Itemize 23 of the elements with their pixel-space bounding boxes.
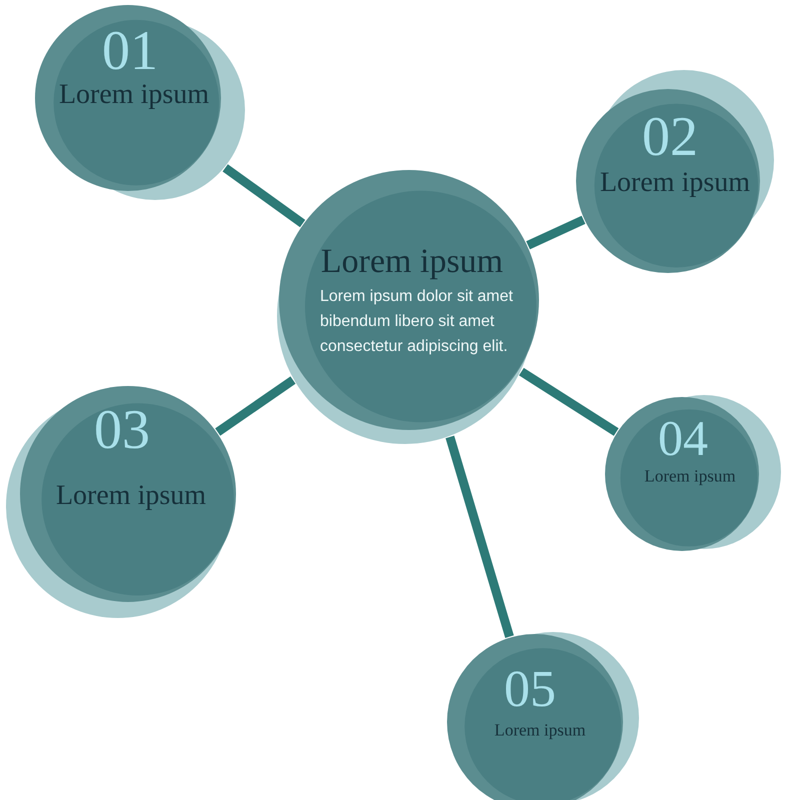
node-title: Lorem ipsum xyxy=(320,245,504,279)
step-number: 04 xyxy=(658,413,708,463)
connector-line xyxy=(518,368,619,436)
node-title: Lorem ipsum xyxy=(494,722,586,738)
step-number: 02 xyxy=(642,109,698,165)
connector-line xyxy=(446,436,514,638)
node-description: Lorem ipsum dolor sit amet bibendum libero sit amet consectetur adipiscing elit. xyxy=(320,287,514,357)
circle-node xyxy=(6,386,236,618)
node-title: Lorem ipsum xyxy=(58,81,210,109)
circle-node xyxy=(447,632,639,800)
node-title: Lorem ipsum xyxy=(600,169,750,197)
node-title: Lorem ipsum xyxy=(644,468,736,484)
circle-node xyxy=(576,70,774,273)
step-number: 05 xyxy=(504,664,556,716)
node-title: Lorem ipsum xyxy=(56,482,206,510)
step-number: 03 xyxy=(94,402,150,458)
connector-line xyxy=(526,216,586,250)
hub-circle xyxy=(277,170,539,444)
connector-line xyxy=(215,376,296,436)
step-number: 01 xyxy=(102,23,158,79)
circle-node xyxy=(35,5,245,200)
circle-node xyxy=(605,395,781,551)
connector-line xyxy=(222,164,306,228)
